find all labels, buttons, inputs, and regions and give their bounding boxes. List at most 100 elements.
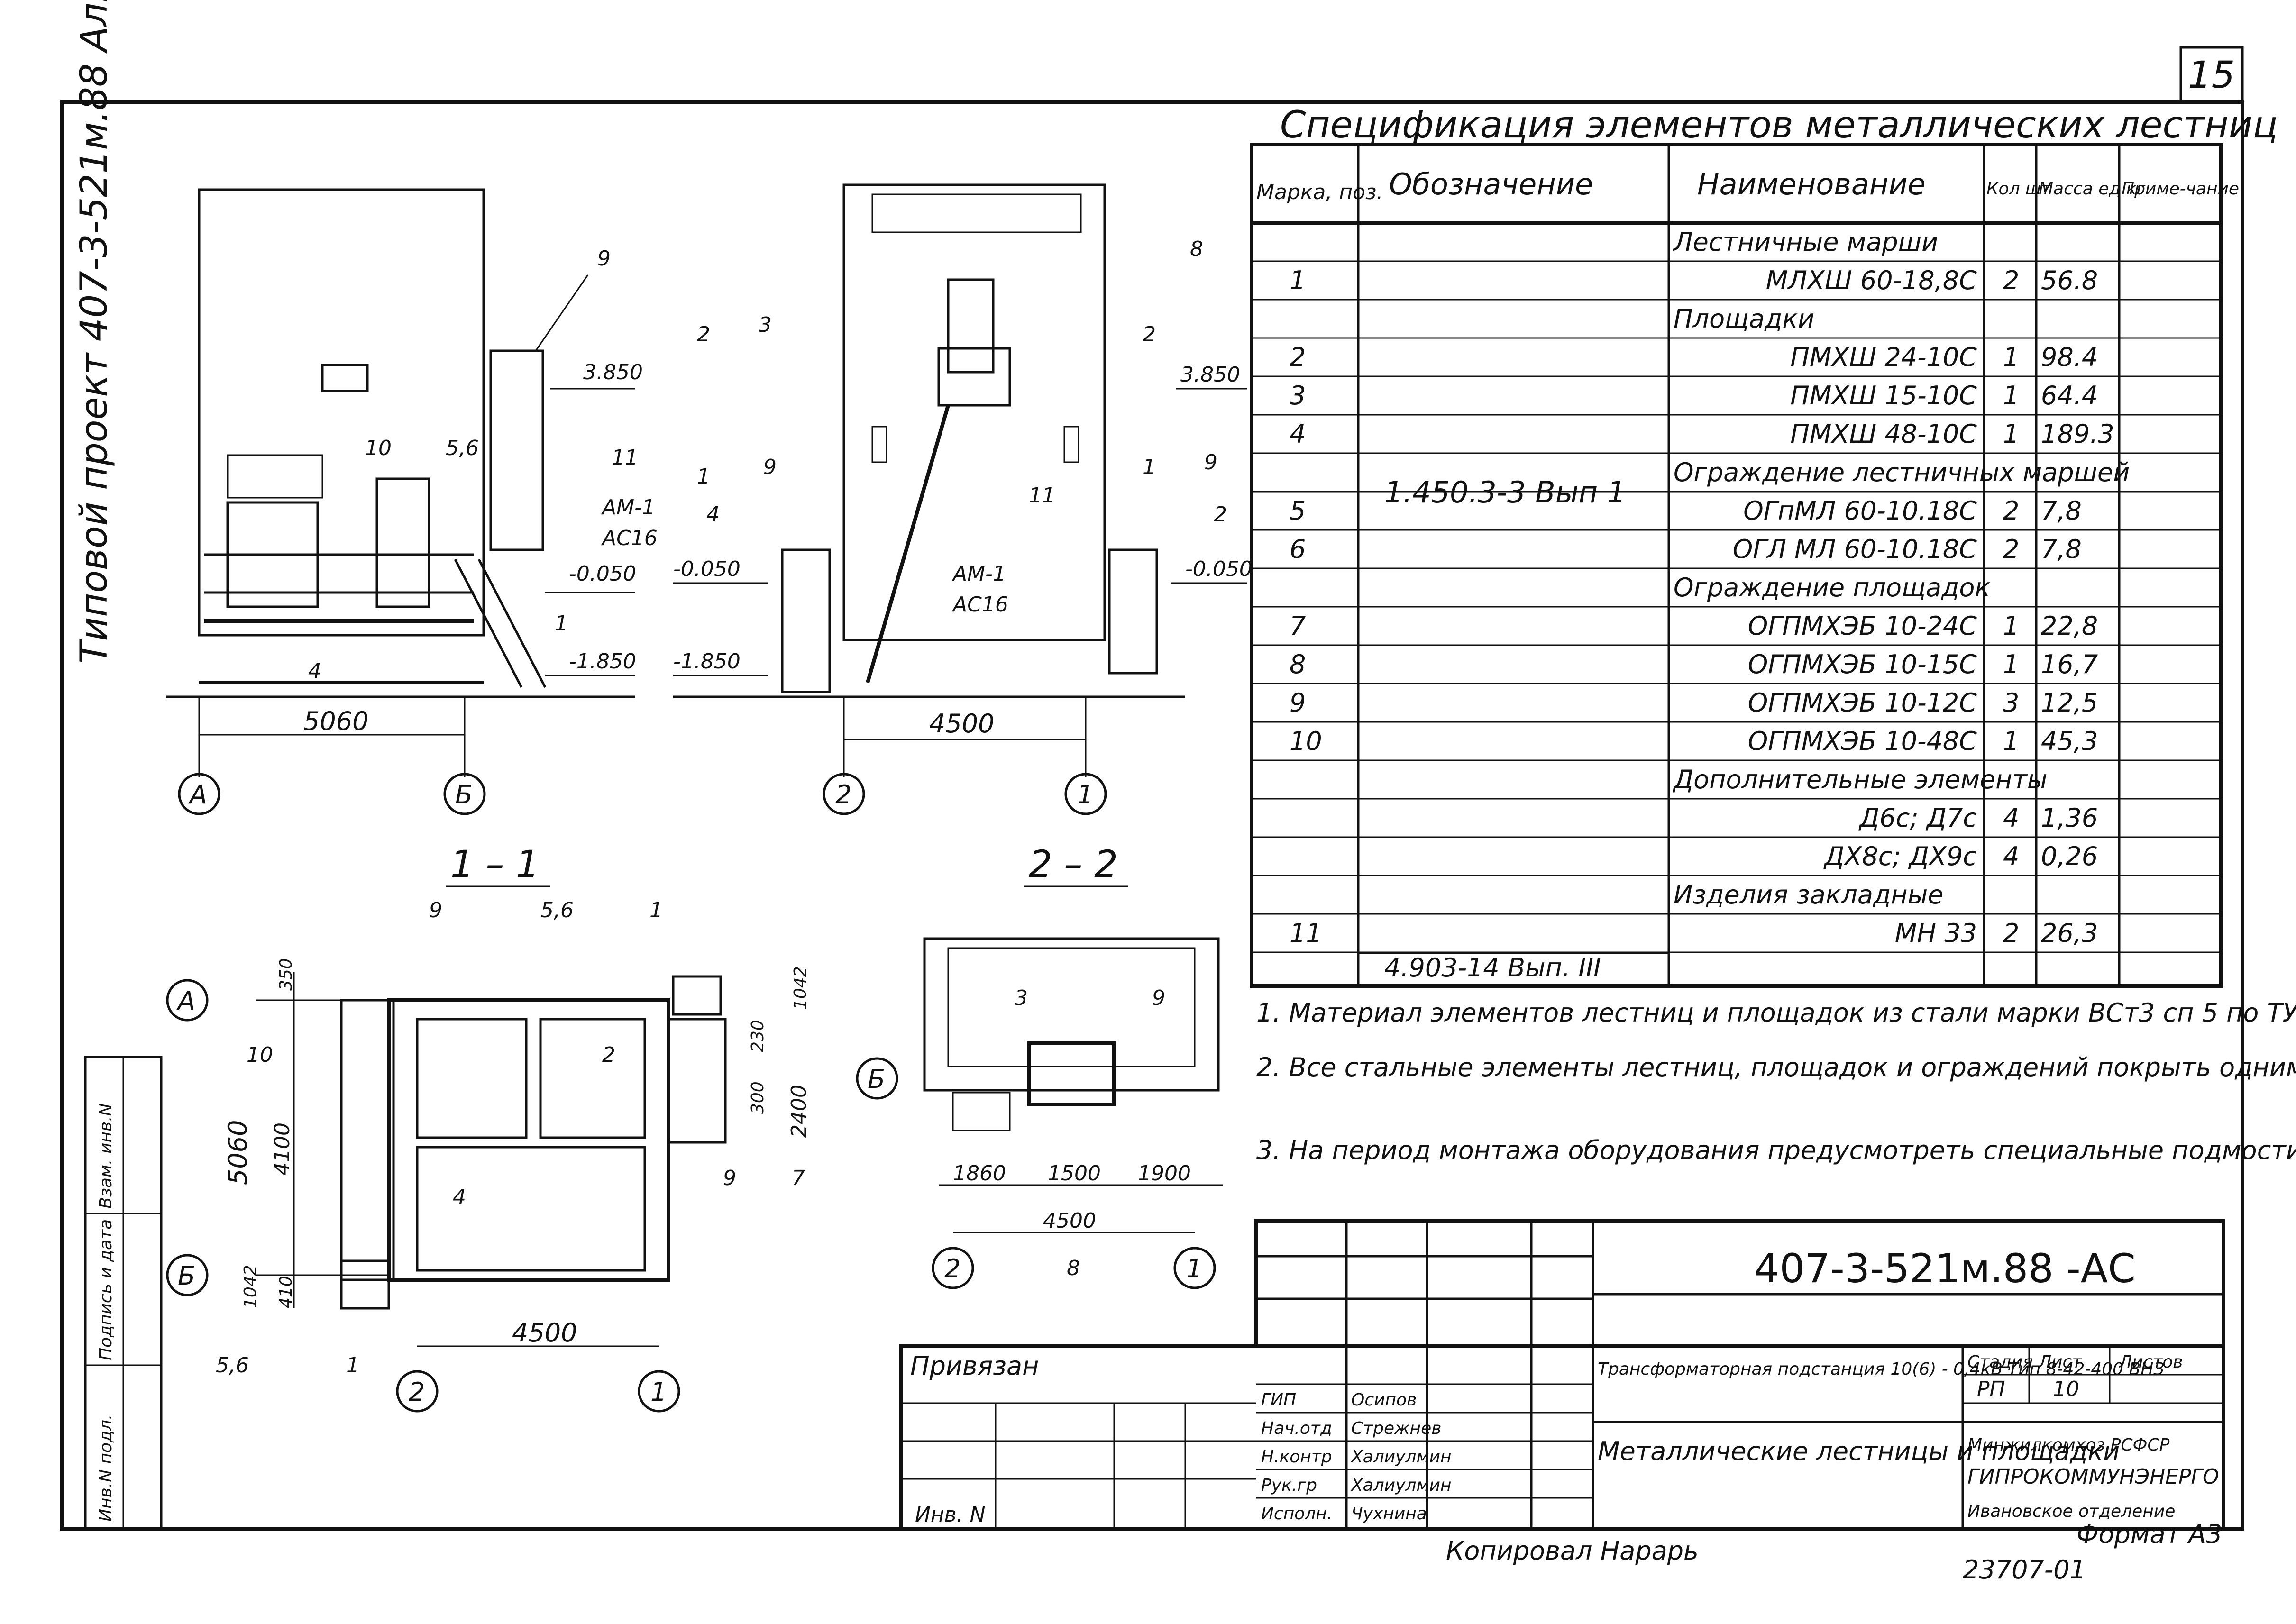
spec-cell-mass: 45,3 [2041,726,2098,756]
spec-cell-qty: 1 [2003,611,2019,641]
elev-left-callout-11: 11 [612,446,638,470]
elev-left-level-m0050: -0.050 [569,562,636,586]
plan-dim-5060: 5060 [223,1120,253,1185]
name-khaliulmin-1: Халиулмин [1350,1447,1452,1467]
role-nach-otd: Нач.отд [1261,1419,1332,1438]
spec-section-heading: Площадки [1674,304,1814,334]
project-name: Трансформаторная подстанция 10(6) - 0,4к… [1598,1359,2164,1379]
spec-cell-mass: 16,7 [2041,649,2098,679]
plan-dim-300: 300 [748,1081,768,1114]
strip-inv-podl: Инв.N подл. [96,1414,116,1522]
section-dim-1860: 1860 [953,1161,1006,1186]
spec-cell-mass: 56.8 [2041,265,2098,295]
spec-cell-pos: 4 [1290,419,1306,449]
elev-right-callout-1b: 1 [1143,455,1156,479]
page-number: 15 [2188,54,2235,97]
spec-cell-qty: 4 [2003,841,2019,871]
plan-dim-4500: 4500 [512,1318,577,1348]
elev-left-callout-ac16: АС16 [601,526,658,550]
copied-by: Копировал Нарарь [1446,1536,1699,1566]
spec-cell-name: МН 33 [1895,918,1977,948]
spec-cell-name: ПМХШ 24-10С [1790,342,1977,372]
spec-header-mark: Марка, поз. [1256,180,1383,204]
spec-cell-qty: 2 [2003,534,2019,564]
note-3: 3. На период монтажа оборудования предус… [1256,1135,2296,1165]
stage-value: РП [1977,1377,2005,1401]
elev-left-callout-9: 9 [597,246,611,271]
plan-dim-1042-bottom: 1042 [241,1265,260,1308]
spec-cell-name: ОГПМХЭБ 10-48С [1748,726,1977,756]
plan-dim-4100: 4100 [270,1122,294,1176]
name-osipov: Осипов [1351,1390,1417,1410]
elev-right-callout-3: 3 [759,313,772,337]
spec-cell-name: ОГПМХЭБ 10-12С [1748,688,1977,718]
spec-cell-mass: 189.3 [2041,419,2114,449]
elevation-right: 3.850 -0.050 -1.850 -0.050 8 3 2 2 1 1 9… [673,183,1253,815]
elev-right-callout-1a: 1 [697,465,710,489]
attached-label: Привязан [910,1351,1039,1381]
plan-callout-7: 7 [792,1166,805,1190]
spec-cell-mass: 1,36 [2041,803,2098,833]
elev-right-callout-8: 8 [1190,237,1203,261]
section-dim-1500: 1500 [1048,1161,1101,1186]
plan-callout-4: 4 [453,1185,466,1209]
plan-1-1: 1 – 1 А Б 2 1 4500 350 5060 4100 1042 41… [166,843,811,1413]
elev-right-callout-ac16: АС16 [951,593,1008,617]
elev-right-level-m0050-left: -0.050 [673,557,741,581]
org-ministry: Минжилкомхоз РСФСР [1967,1435,2170,1455]
org-branch: Ивановское отделение [1967,1502,2175,1521]
side-note: Типовой проект 407-3-521м.88 Альбом 1 [73,0,116,664]
title-block: 407-3-521м.88 -АС Привязан Инв. N ГИП На… [899,1219,2225,1531]
section-callout-9: 9 [1152,986,1165,1010]
spec-cell-name: ОГПМХЭБ 10-15С [1748,649,1977,679]
spec-cell-pos: 8 [1290,649,1306,679]
plan-callout-1-top: 1 [649,898,663,922]
elev-right-callout-2c: 2 [1214,502,1227,527]
spec-cell-pos: 5 [1290,496,1306,526]
plan-callout-1-bottom: 1 [346,1353,359,1378]
plan-dim-2400: 2400 [787,1085,811,1138]
spec-header-note: Приме-чание [2122,179,2239,199]
inv-label: Инв. N [915,1503,986,1527]
elev-right-axis-1: 1 [1077,780,1093,810]
elev-left-callout-10: 10 [365,436,392,460]
spec-cell-qty: 2 [2003,265,2019,295]
spec-cell-name: ПМХШ 15-10С [1790,381,1977,411]
spec-table: Спецификация элементов металлических лес… [1250,104,2278,988]
role-ispoln: Исполн. [1261,1504,1332,1524]
section-axis-1: 1 [1186,1254,1202,1284]
elev-left-level-m1850: -1.850 [569,649,636,674]
spec-title: Спецификация элементов металлических лес… [1280,104,2278,146]
inventory-code: 23707-01 [1963,1555,2086,1585]
spec-cell-pos: 7 [1290,611,1306,641]
spec-cell-mass: 22,8 [2041,611,2098,641]
sheets-label: Листов [2118,1352,2183,1372]
spec-cell-pos: 6 [1290,534,1306,564]
elev-right-dim-4500: 4500 [929,709,994,739]
role-gip: ГИП [1261,1390,1296,1410]
elev-right-callout-2b: 2 [1143,322,1156,347]
spec-section-heading: Лестничные марши [1673,227,1938,257]
plan-callout-56-bottom: 5,6 [216,1353,249,1378]
elev-left-callout-1: 1 [555,611,568,636]
plan-axis-a: А [176,986,195,1016]
plan-dim-1042-top: 1042 [791,966,810,1010]
spec-header-qty: Кол шт [1986,179,2051,199]
elev-left-callout-4: 4 [308,659,321,683]
spec-header-name: Наименование [1697,167,1926,201]
spec-cell-qty: 1 [2003,381,2019,411]
plan-callout-2: 2 [602,1043,615,1067]
elev-right-callout-2a: 2 [697,322,710,347]
spec-cell-qty: 4 [2003,803,2019,833]
plan-axis-2: 2 [409,1377,425,1407]
spec-header-mass: Масса ед.кг [2039,179,2146,199]
spec-header-designation: Обозначение [1389,167,1593,201]
name-chukhnina: Чухнина [1351,1504,1427,1524]
role-ruk-gr: Рук.гр [1261,1476,1317,1495]
plan-callout-9-bottom: 9 [723,1166,736,1190]
elev-left-dim-5060: 5060 [303,706,368,736]
spec-cell-pos: 11 [1290,918,1322,948]
elev-right-callout-9a: 9 [763,455,777,479]
elev-right-axis-2: 2 [835,780,851,810]
spec-designation-row11: 4.903-14 Вып. III [1384,953,1601,983]
